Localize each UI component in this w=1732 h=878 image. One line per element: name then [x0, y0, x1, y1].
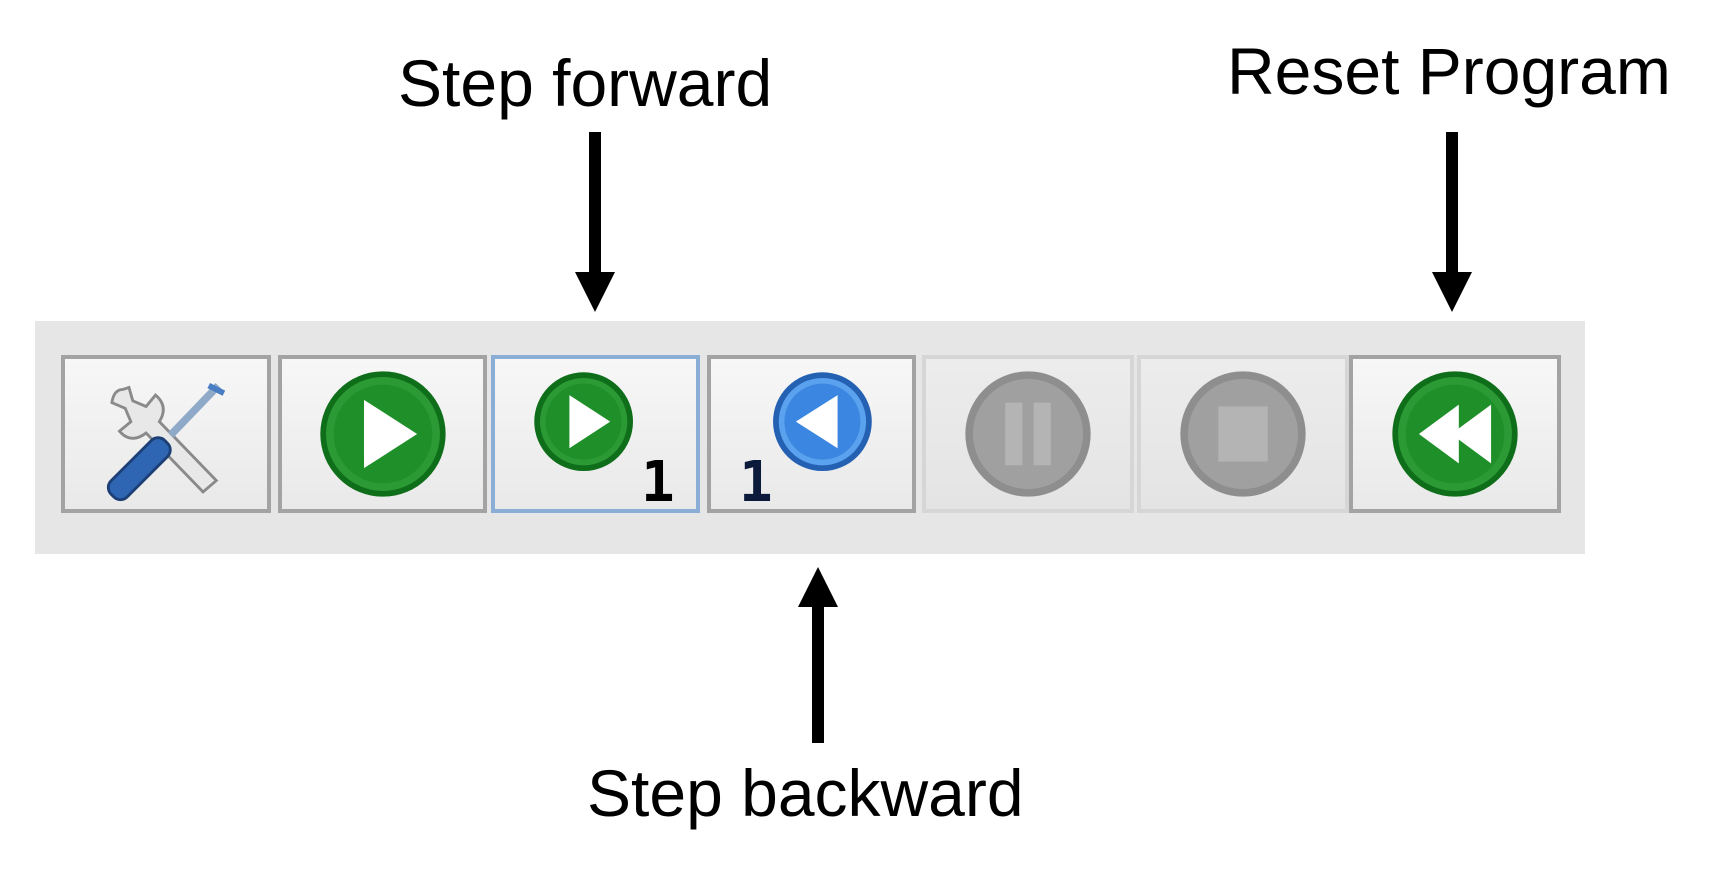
step-count-badge: 1	[739, 450, 773, 515]
step-backward-arrow	[798, 567, 838, 743]
step-backward-button[interactable]: 1	[707, 355, 916, 513]
settings-button[interactable]	[61, 355, 271, 513]
pause-button[interactable]	[922, 355, 1134, 513]
run-button[interactable]	[278, 355, 487, 513]
step-backward-annotation: Step backward	[587, 756, 1024, 830]
step-forward-annotation: Step forward	[398, 46, 773, 120]
step-forward-button[interactable]: 1	[491, 355, 700, 513]
stop-icon	[1180, 371, 1306, 497]
step-backward-icon	[773, 372, 872, 472]
step-forward-icon	[534, 372, 633, 472]
pause-icon	[965, 371, 1091, 497]
run-play-icon	[320, 371, 446, 497]
stop-button[interactable]	[1137, 355, 1349, 513]
step-forward-arrow	[575, 132, 615, 312]
settings-tools-icon	[106, 382, 226, 502]
reset-program-arrow	[1432, 132, 1472, 312]
reset-rewind-icon	[1392, 371, 1518, 497]
reset-program-button[interactable]	[1349, 355, 1561, 513]
reset-program-annotation: Reset Program	[1227, 34, 1671, 108]
step-count-badge: 1	[641, 450, 675, 515]
